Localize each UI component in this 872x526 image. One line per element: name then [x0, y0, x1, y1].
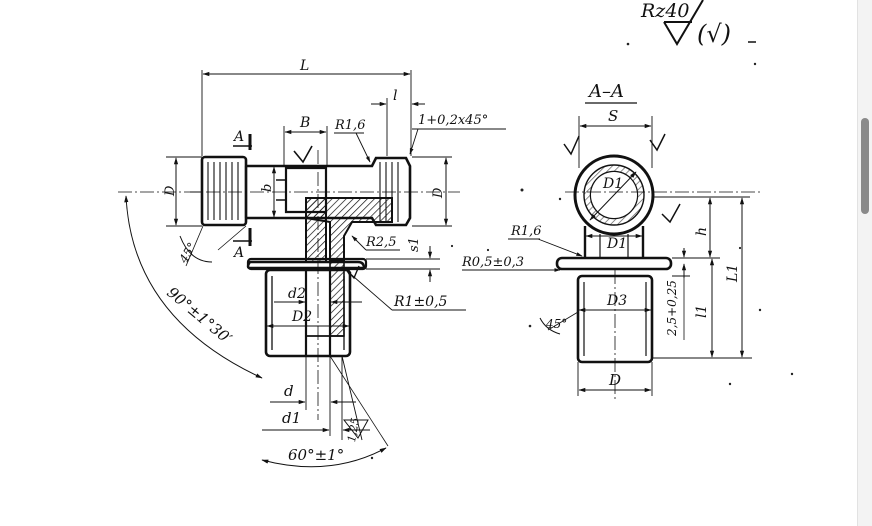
roughness-symbol: Rz40 (√) [640, 0, 756, 48]
dim-pitch: 1,25 [345, 417, 362, 443]
dim-L: L [299, 58, 309, 74]
dim-R25: R2,5 [365, 235, 396, 250]
dim-chamfer: 1+0,2x45° [418, 113, 488, 128]
dim-R16-top: R1,6 [334, 118, 365, 133]
dim-R16-section: R1,6 [510, 224, 541, 239]
dim-R05: R0,5±0,3 [461, 255, 524, 270]
dim-L1: L1 [725, 264, 741, 283]
dim-D1-neck: D1 [606, 236, 627, 252]
dim-d2: d2 [288, 286, 306, 302]
dim-D-left: D [163, 185, 178, 197]
dim-thread-len: 2,5+0,25 [665, 280, 679, 337]
dim-S: S [608, 107, 618, 125]
dim-angle60: 60°±1° [288, 446, 344, 464]
dim-D2: D2 [291, 309, 312, 325]
dim-R1: R1±0,5 [393, 294, 448, 310]
dim-D1-circle: D1 [602, 176, 623, 192]
dim-d1: d1 [282, 409, 301, 427]
dim-45-section: 45° [545, 317, 567, 331]
section-mark-A-bottom: A [232, 245, 244, 261]
scan-noise [370, 42, 794, 460]
roughness-bracket: (√) [697, 20, 731, 48]
section-title: A–A [587, 81, 624, 102]
dim-d: d [284, 382, 294, 400]
vertical-scrollbar[interactable] [857, 0, 872, 526]
roughness-value: Rz40 [640, 0, 690, 22]
dim-h: h [694, 227, 710, 236]
dim-b: b [260, 184, 275, 192]
dim-B: B [299, 115, 310, 131]
dim-D-right: D [431, 187, 446, 199]
section-mark-A-top: A [232, 129, 244, 145]
dim-D3: D3 [606, 293, 627, 309]
section-view: A–A S D1 D1 R1,6 R0,5±0,3 [461, 81, 760, 400]
dim-l: l [393, 88, 397, 104]
dim-l1: l1 [694, 305, 710, 318]
dim-s1: s1 [407, 237, 422, 252]
main-view: L l 1+0,2x45° B R1,6 A A D [118, 58, 506, 468]
dim-D-bottom: D [608, 371, 621, 389]
scrollbar-thumb[interactable] [861, 118, 869, 214]
